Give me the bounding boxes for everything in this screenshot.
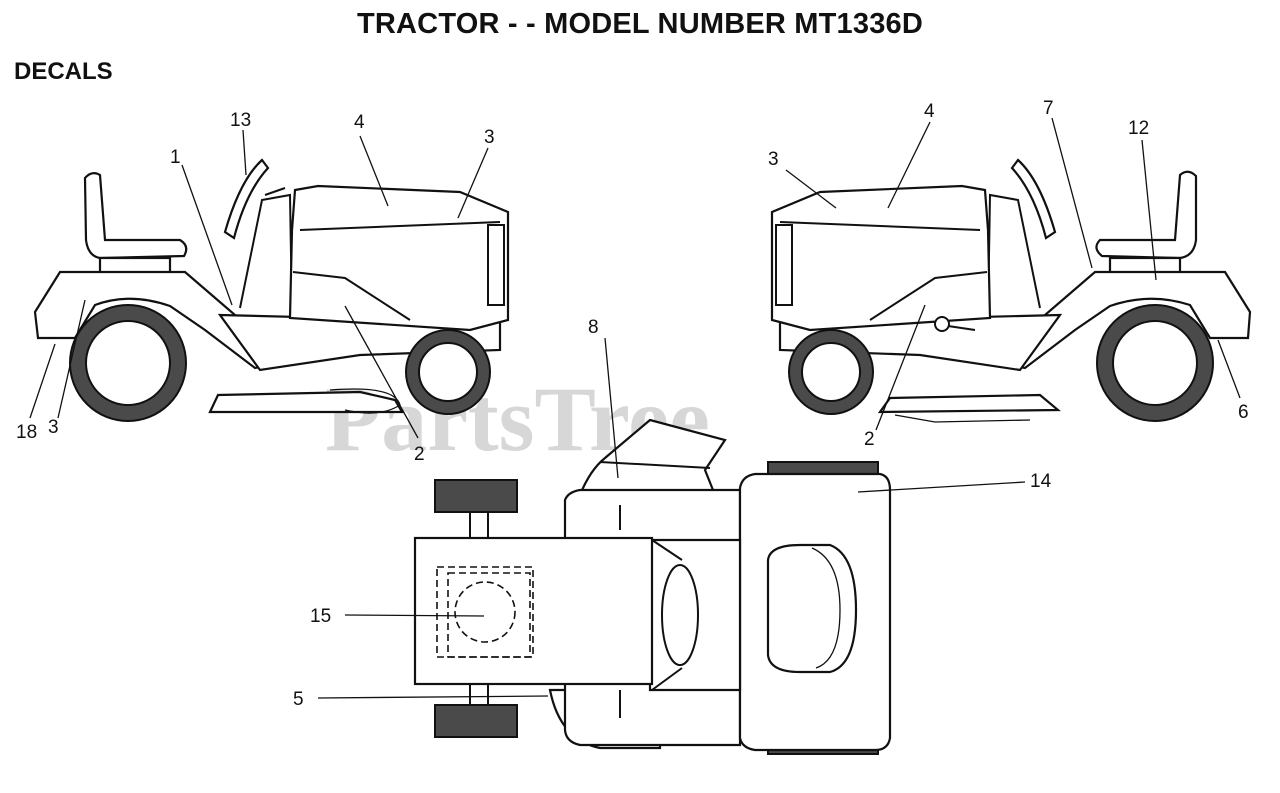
callout-12: 12 [1128, 118, 1149, 139]
callout-3: 3 [484, 127, 495, 148]
front-tire-top-2 [434, 704, 518, 738]
callout-13: 13 [230, 110, 251, 131]
page-title: TRACTOR - - MODEL NUMBER MT1336D [356, 8, 924, 40]
callout-3-rear: 3 [48, 417, 59, 438]
tractor-left-side-view: 13 1 4 3 18 3 2 [16, 110, 510, 465]
seat-left [83, 171, 188, 260]
decal-15-outline [454, 581, 516, 643]
tractor-top-view: 8 14 15 5 [293, 317, 1052, 755]
front-tire-top-1 [434, 479, 518, 513]
callout-6: 6 [1238, 402, 1249, 423]
tractor-right-side-view: 3 4 7 12 2 6 [768, 98, 1252, 450]
mower-deck-left [208, 390, 404, 414]
section-heading: DECALS [14, 58, 113, 85]
seat-cushion-top [766, 543, 858, 674]
hood-left [288, 184, 510, 332]
callout-15: 15 [310, 606, 331, 627]
callout-4-right: 4 [924, 101, 935, 122]
hood-top [413, 536, 654, 686]
mower-deck-right [877, 393, 1061, 414]
callout-1: 1 [170, 147, 181, 168]
callout-4: 4 [354, 112, 365, 133]
steering-wheel-left [223, 158, 270, 240]
seat-right [1095, 170, 1198, 260]
callout-2-right: 2 [864, 429, 875, 450]
callout-18: 18 [16, 422, 37, 443]
callout-3-right: 3 [768, 149, 779, 170]
seat-top [578, 418, 727, 497]
hood-right [770, 184, 992, 332]
callout-8: 8 [588, 317, 599, 338]
callout-14: 14 [1030, 471, 1052, 492]
callout-2: 2 [414, 444, 425, 465]
callout-5: 5 [293, 689, 304, 710]
steering-wheel-right [1010, 158, 1057, 240]
callout-7: 7 [1043, 98, 1054, 119]
